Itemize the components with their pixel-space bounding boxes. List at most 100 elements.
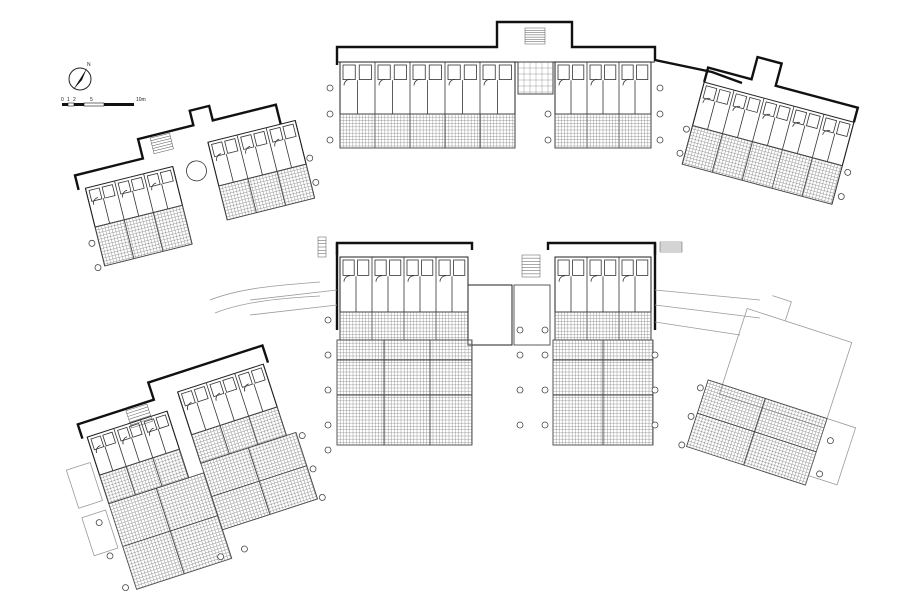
kitchen-cell	[421, 259, 434, 276]
kitchen-cell	[155, 414, 170, 430]
door-swing	[622, 275, 630, 282]
bathroom-cell	[702, 85, 718, 102]
kitchen-cell	[102, 431, 117, 447]
bathroom-cell	[792, 109, 808, 126]
column-marker	[651, 386, 659, 394]
bathroom-cell	[762, 101, 778, 118]
kitchen-cell	[636, 259, 649, 276]
kitchen-cell	[393, 64, 407, 80]
door-swing	[792, 121, 801, 127]
column-marker	[656, 110, 664, 118]
door-swing	[590, 79, 598, 86]
column-marker	[88, 239, 96, 247]
kitchen-cell	[636, 64, 649, 80]
bathroom-cell	[240, 134, 255, 150]
kitchen-cell	[224, 138, 239, 154]
kitchen-cell	[282, 123, 297, 140]
north-label: N	[87, 62, 91, 68]
column-marker	[816, 470, 823, 478]
bathroom-cell	[237, 371, 253, 388]
column-marker	[651, 421, 659, 429]
door-swing	[216, 153, 222, 162]
corridor-curve-left	[209, 281, 321, 314]
door-swing	[122, 189, 128, 198]
door-swing	[215, 392, 221, 401]
kitchen-cell	[130, 176, 145, 192]
door-swing	[822, 129, 831, 135]
door-swing	[590, 275, 598, 282]
column-marker	[676, 149, 684, 157]
column-marker	[106, 552, 114, 560]
bathroom-cell	[621, 259, 634, 276]
column-marker	[678, 441, 686, 449]
round-room	[186, 160, 207, 182]
door-swing	[413, 79, 421, 86]
block-top-centre	[326, 20, 743, 149]
column-marker	[826, 437, 834, 445]
column-marker	[122, 584, 129, 592]
door-swing	[244, 383, 249, 392]
ghost-rooms	[65, 461, 119, 557]
column-marker	[324, 316, 332, 324]
bathroom-cell	[180, 390, 196, 407]
kitchen-cell	[253, 130, 268, 147]
door-swing	[762, 113, 771, 119]
bathroom-cell	[143, 418, 158, 433]
door-swing	[93, 197, 99, 205]
kitchen-cell	[463, 64, 477, 80]
scale-tick-0: 0	[61, 97, 64, 103]
door-swing	[343, 79, 351, 86]
door-swing	[149, 427, 154, 436]
central-core	[467, 284, 513, 346]
column-marker	[696, 384, 704, 392]
column-marker	[324, 421, 332, 429]
door-swing	[558, 79, 566, 86]
outer-wall	[335, 20, 743, 85]
column-marker	[541, 326, 549, 334]
door-swing	[407, 275, 415, 282]
kitchen-cell	[498, 64, 512, 80]
walkway	[249, 289, 761, 336]
column-marker	[683, 125, 690, 133]
bathroom-cell	[732, 93, 748, 110]
scale-bar: 0 1 2 5 10m	[61, 97, 146, 107]
door-swing	[702, 97, 711, 103]
door-swing	[95, 445, 101, 454]
bathroom-cell	[557, 259, 570, 276]
column-marker	[324, 446, 332, 454]
column-marker	[656, 84, 664, 92]
outer-wall	[73, 103, 282, 191]
door-swing	[375, 275, 383, 282]
block-top-right	[676, 55, 860, 205]
block-lower-centre	[249, 236, 761, 454]
column-marker	[95, 519, 103, 527]
bathroom-cell	[406, 259, 419, 276]
door-swing	[245, 146, 251, 154]
block-lower-right	[678, 295, 857, 486]
column-marker	[326, 136, 334, 144]
column-marker	[516, 386, 524, 394]
door-swing	[274, 138, 280, 147]
door-swing	[448, 79, 456, 86]
kitchen-cell	[746, 96, 761, 113]
column-marker	[326, 84, 334, 92]
bathroom-cell	[822, 117, 838, 134]
kitchen-cell	[159, 169, 174, 185]
kitchen-cell	[428, 64, 442, 80]
column-marker	[544, 136, 552, 144]
scale-tick-10m: 10m	[136, 97, 146, 103]
kitchen-cell	[805, 113, 821, 129]
kitchen-cell	[193, 385, 209, 403]
door-swing	[122, 436, 128, 445]
column-marker	[309, 465, 317, 473]
kitchen-cell	[453, 259, 466, 276]
column-marker	[312, 178, 320, 186]
bathroom-cell	[438, 259, 451, 276]
kitchen-cell	[604, 259, 617, 276]
column-marker	[324, 351, 332, 359]
column-marker	[541, 386, 549, 394]
column-marker	[651, 351, 659, 359]
door-swing	[483, 79, 491, 86]
column-marker	[298, 432, 306, 439]
